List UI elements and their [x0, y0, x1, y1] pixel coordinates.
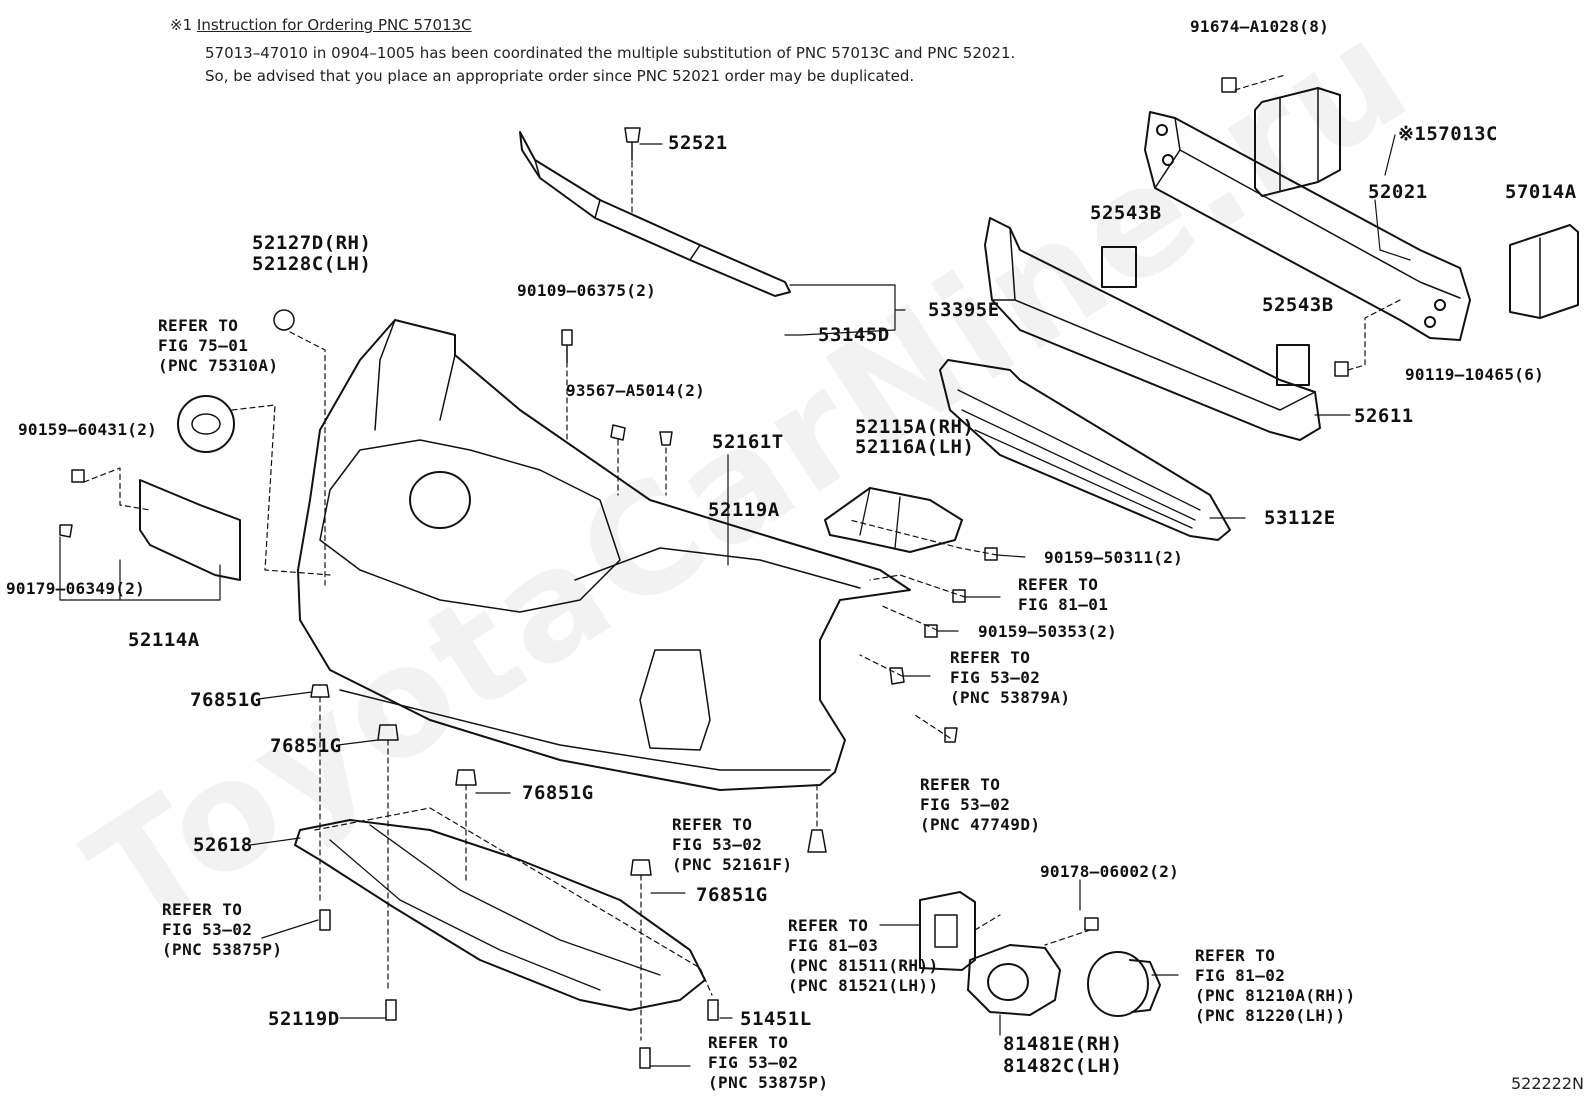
part-90159-50311[interactable]: 90159–50311(2) — [1044, 548, 1184, 567]
part-90179-06349[interactable]: 90179–06349(2) — [6, 579, 146, 598]
part-91674-a1028[interactable]: 91674–A1028(8) — [1190, 17, 1330, 36]
part-51451l[interactable]: 51451L — [740, 1008, 812, 1030]
ref-line: FIG 53–02 — [920, 795, 1011, 814]
part-53395e[interactable]: 53395E — [928, 299, 1000, 321]
part-76851g-2[interactable]: 76851G — [270, 735, 342, 757]
part-52116a-lh[interactable]: 52116A(LH) — [855, 436, 975, 458]
part-53145d[interactable]: 53145D — [818, 324, 890, 346]
ref-line: FIG 81–03 — [788, 936, 879, 955]
fog-lamp-bracket-81481e[interactable] — [967, 944, 1061, 1016]
ref-line: (PNC 53875P) — [162, 940, 283, 959]
part-52521[interactable]: 52521 — [668, 132, 728, 154]
bracket-57014a[interactable] — [1509, 224, 1579, 319]
part-53112e[interactable]: 53112E — [1264, 507, 1336, 529]
refer-fig-53-02-47749d[interactable]: REFER TO FIG 53–02 (PNC 47749D) — [920, 775, 1040, 835]
assembly-lines — [83, 74, 1401, 1041]
ref-line: (PNC 81521(LH)) — [788, 976, 939, 995]
ref-line: (PNC 81220(LH)) — [1195, 1006, 1346, 1025]
refer-fig-53-02-53875p-left[interactable]: REFER TO FIG 53–02 (PNC 53875P) — [162, 900, 282, 960]
side-retainer-52115a[interactable] — [824, 487, 963, 553]
refer-fig-75-01[interactable]: REFER TO FIG 75–01 (PNC 75310A) — [158, 316, 278, 376]
part-57013c[interactable]: ※157013C — [1398, 123, 1498, 145]
ref-line: REFER TO — [1195, 946, 1276, 965]
instruction-note-heading: ※1 Instruction for Ordering PNC 57013C — [170, 16, 472, 34]
refer-fig-81-01[interactable]: REFER TO FIG 81–01 — [1018, 575, 1108, 615]
spacer-52543b-upper[interactable] — [1101, 246, 1137, 288]
part-52114a[interactable]: 52114A — [128, 629, 200, 651]
note-mark: ※1 — [170, 16, 193, 34]
ref-line: REFER TO — [708, 1033, 789, 1052]
fog-lamp-81210a[interactable] — [1087, 951, 1161, 1017]
part-57014a[interactable]: 57014A — [1505, 181, 1577, 203]
part-76851g-1[interactable]: 76851G — [190, 689, 262, 711]
ref-line: REFER TO — [158, 316, 239, 335]
part-52115a-rh[interactable]: 52115A(RH) — [855, 416, 975, 438]
ref-line: FIG 81–01 — [1018, 595, 1109, 614]
part-52611[interactable]: 52611 — [1354, 405, 1414, 427]
ref-line: FIG 53–02 — [708, 1053, 799, 1072]
part-76851g-4[interactable]: 76851G — [696, 884, 768, 906]
ref-line: FIG 75–01 — [158, 336, 249, 355]
part-93567-a5014[interactable]: 93567–A5014(2) — [566, 381, 706, 400]
refer-fig-81-02[interactable]: REFER TO FIG 81–02 (PNC 81210A(RH)) (PNC… — [1195, 946, 1356, 1026]
ref-line: REFER TO — [788, 916, 869, 935]
refer-fig-53-02-52161f[interactable]: REFER TO FIG 53–02 (PNC 52161F) — [672, 815, 792, 875]
part-52119a[interactable]: 52119A — [708, 499, 780, 521]
part-81481e-rh[interactable]: 81481E(RH) — [1003, 1033, 1123, 1055]
ref-line: (PNC 81511(RH)) — [788, 956, 939, 975]
refer-fig-81-03[interactable]: REFER TO FIG 81–03 (PNC 81511(RH)) (PNC … — [788, 916, 939, 996]
part-90109-06375[interactable]: 90109–06375(2) — [517, 281, 657, 300]
ref-line: (PNC 52161F) — [672, 855, 793, 874]
part-90119-10465[interactable]: 90119–10465(6) — [1405, 365, 1545, 384]
ref-line: REFER TO — [950, 648, 1031, 667]
note-line-1: 57013–47010 in 0904–1005 has been coordi… — [205, 44, 1016, 62]
part-90178-06002[interactable]: 90178–06002(2) — [1040, 862, 1180, 881]
part-90159-50353[interactable]: 90159–50353(2) — [978, 622, 1118, 641]
part-90159-60431[interactable]: 90159–60431(2) — [18, 420, 158, 439]
leader-lines — [59, 134, 1411, 1067]
energy-absorber-52611[interactable] — [984, 217, 1321, 441]
spacer-52543b-lower[interactable] — [1276, 344, 1310, 386]
part-76851g-3[interactable]: 76851G — [522, 782, 594, 804]
ref-line: REFER TO — [920, 775, 1001, 794]
license-bracket-52114a[interactable] — [139, 479, 241, 581]
ref-line: FIG 53–02 — [162, 920, 253, 939]
note-line-2: So, be advised that you place an appropr… — [205, 67, 915, 85]
part-52128c-lh[interactable]: 52128C(LH) — [252, 253, 372, 275]
figure-number: 522222N — [1510, 1074, 1584, 1093]
ref-line: (PNC 53879A) — [950, 688, 1071, 707]
ref-line: (PNC 53875P) — [708, 1073, 829, 1092]
ref-line: (PNC 47749D) — [920, 815, 1041, 834]
part-52543b-lower[interactable]: 52543B — [1262, 294, 1334, 316]
part-81482c-lh[interactable]: 81482C(LH) — [1003, 1055, 1123, 1077]
fog-lamp-cover-81511[interactable] — [919, 891, 976, 971]
ref-line: FIG 81–02 — [1195, 966, 1286, 985]
retainer-strip-53395e[interactable] — [519, 131, 791, 297]
fasteners — [59, 77, 1349, 1069]
under-cover-52618[interactable] — [294, 819, 706, 1011]
lower-grille-53112e[interactable] — [939, 359, 1231, 541]
ref-line: (PNC 81210A(RH)) — [1195, 986, 1356, 1005]
part-52127d-rh[interactable]: 52127D(RH) — [252, 232, 372, 254]
part-52161t[interactable]: 52161T — [712, 431, 784, 453]
part-52618[interactable]: 52618 — [193, 834, 253, 856]
ref-line: REFER TO — [672, 815, 753, 834]
ref-line: (PNC 75310A) — [158, 356, 279, 375]
refer-fig-53-02-53875p-bottom[interactable]: REFER TO FIG 53–02 (PNC 53875P) — [708, 1033, 828, 1093]
bumper-cover-52119a[interactable] — [297, 319, 911, 791]
ref-line: REFER TO — [1018, 575, 1099, 594]
part-52543b-upper[interactable]: 52543B — [1090, 202, 1162, 224]
part-52021[interactable]: 52021 — [1368, 181, 1428, 203]
bumper-reinforcement-52021[interactable] — [1144, 111, 1471, 341]
ref-line: FIG 53–02 — [672, 835, 763, 854]
part-52119d[interactable]: 52119D — [268, 1008, 340, 1030]
emblem-75310a[interactable] — [177, 395, 235, 453]
ref-line: FIG 53–02 — [950, 668, 1041, 687]
ref-line: REFER TO — [162, 900, 243, 919]
bracket-57013c[interactable] — [1254, 87, 1341, 197]
note-title: Instruction for Ordering PNC 57013C — [196, 16, 472, 34]
refer-fig-53-02-53879a[interactable]: REFER TO FIG 53–02 (PNC 53879A) — [950, 648, 1070, 708]
